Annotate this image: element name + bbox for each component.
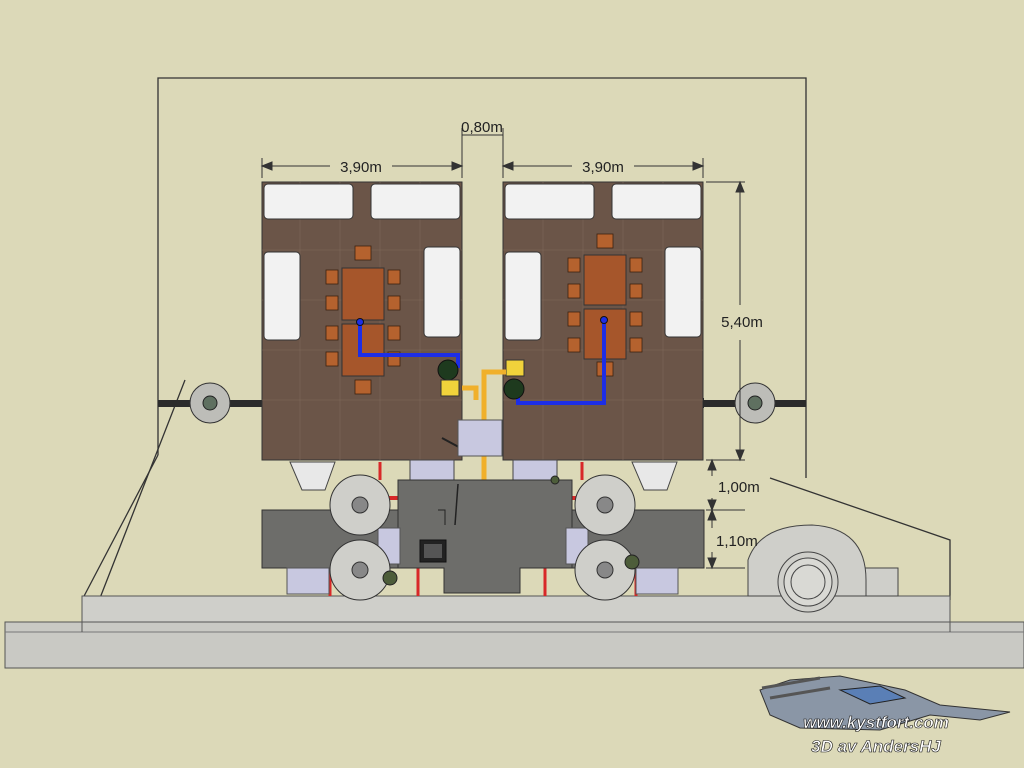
bunk xyxy=(664,246,702,338)
cylinder-machine xyxy=(747,524,899,613)
dim-upper-height: 1,00m xyxy=(718,479,760,496)
pulley-icon xyxy=(189,382,231,424)
vent-hoppers xyxy=(289,459,678,491)
dim-lower-height: 1,10m xyxy=(716,533,758,550)
table xyxy=(341,267,385,321)
dim-left-width: 3,90m xyxy=(340,159,382,176)
hatch-icon xyxy=(419,539,447,563)
drum-wheels xyxy=(329,474,636,601)
vent-icon xyxy=(503,359,525,400)
bunker-outline xyxy=(81,77,951,601)
bunk xyxy=(263,183,354,220)
bunk xyxy=(611,183,702,220)
bunk xyxy=(263,251,301,341)
bunk xyxy=(504,183,595,220)
pulley-icon xyxy=(734,382,776,424)
bunk xyxy=(370,183,461,220)
dimension-lines xyxy=(260,128,745,570)
chairs xyxy=(325,245,401,395)
dim-right-width: 3,90m xyxy=(582,159,624,176)
watermark-site: www.kystfort.com xyxy=(803,713,949,732)
dim-gap: 0,80m xyxy=(461,119,503,136)
left-room xyxy=(261,181,469,461)
watermark-logo xyxy=(759,675,1011,731)
ground-slab-lower xyxy=(4,621,1024,669)
right-room xyxy=(502,181,704,461)
bunk xyxy=(504,251,542,341)
watermark-credit: 3D av AndersHJ xyxy=(811,737,941,756)
dim-room-depth: 5,40m xyxy=(721,314,763,331)
table xyxy=(341,323,385,377)
vent-icon xyxy=(437,359,460,397)
table xyxy=(583,254,627,306)
water-pipe xyxy=(358,322,460,368)
bunk xyxy=(423,246,461,338)
